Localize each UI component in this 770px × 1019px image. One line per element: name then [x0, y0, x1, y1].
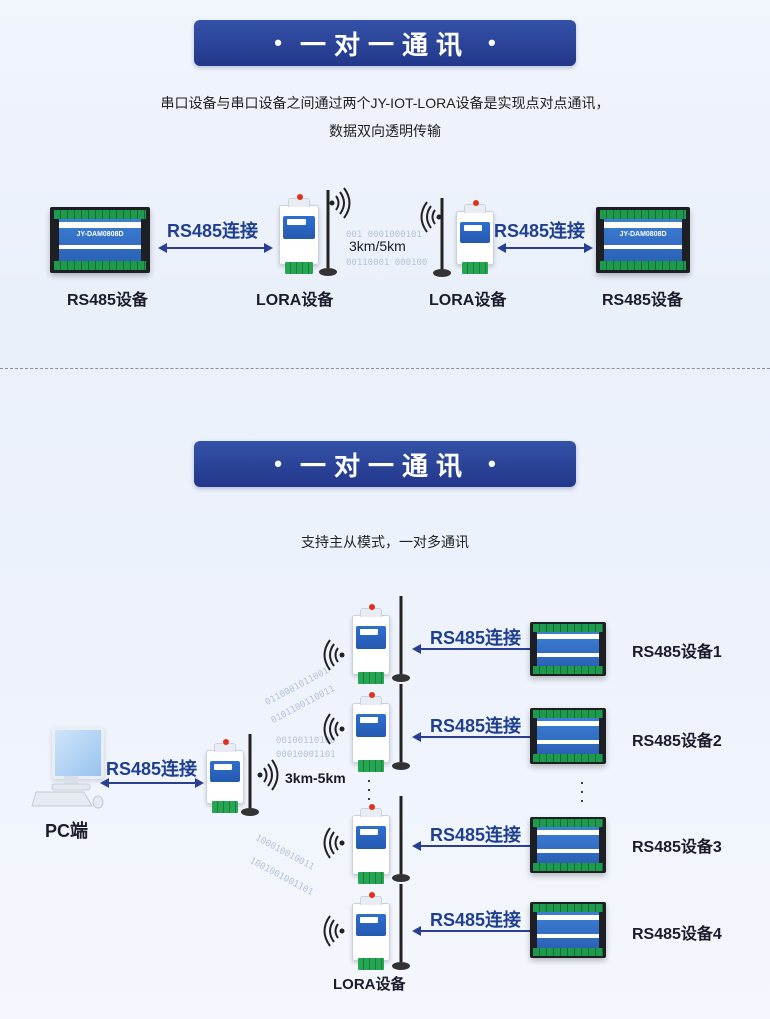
- slave-device-label: RS485设备3: [632, 839, 722, 856]
- lora-module-left: [279, 194, 319, 274]
- terminal-block: [358, 958, 384, 970]
- device-model-label: JY-DAM0808D: [619, 230, 667, 238]
- section2-banner-title: 一对一通讯: [299, 450, 470, 481]
- pc-label: PC端: [45, 821, 89, 841]
- arrow-icon: [158, 243, 273, 253]
- section1-left-link-label: RS485连接: [167, 221, 259, 241]
- section1-right-device-label: RS485设备: [602, 292, 683, 309]
- lora-module-slave: [352, 692, 390, 772]
- ellipsis-vertical: ···: [366, 770, 372, 808]
- terminal-block: [358, 872, 384, 884]
- rs485-device-right: JY-DAM0808D: [596, 207, 690, 273]
- antenna-icon: [392, 596, 410, 682]
- slave-link-label: RS485连接: [430, 716, 522, 736]
- pc-stand: [31, 776, 104, 809]
- section1-banner-title: 一对一通讯: [299, 29, 470, 60]
- section1-distance: 3km/5km: [349, 238, 406, 254]
- wifi-signal-icon: [323, 827, 345, 859]
- lora-module-right: [456, 200, 494, 274]
- pc-icon: [52, 727, 104, 779]
- arrow-icon: [412, 644, 530, 654]
- antenna-icon: [319, 190, 337, 276]
- arrow-icon: [412, 926, 530, 936]
- section1-right-link-label: RS485连接: [494, 221, 586, 241]
- arrow-icon: [412, 732, 530, 742]
- wifi-signal-icon: [323, 915, 345, 947]
- ellipsis-vertical: ···: [579, 772, 585, 810]
- antenna-icon: [392, 684, 410, 770]
- section2-banner: • 一对一通讯 •: [194, 441, 576, 487]
- rs485-device: [530, 817, 606, 873]
- section1-description-line2: 数据双向透明传输: [329, 123, 441, 139]
- terminal-block: [54, 209, 146, 219]
- lora-module-master: [206, 739, 244, 813]
- section1-left-device-label: RS485设备: [67, 292, 148, 309]
- terminal-block: [212, 801, 238, 813]
- terminal-block: [599, 209, 687, 219]
- lora-module-slave: [352, 604, 390, 684]
- bullet-dot-icon: •: [274, 30, 282, 55]
- section1-description-line1: 串口设备与串口设备之间通过两个JY-IOT-LORA设备是实现点对点通讯，: [160, 95, 610, 111]
- arrow-icon: [412, 841, 530, 851]
- bullet-dot-icon: •: [274, 451, 282, 476]
- rs485-device: [530, 622, 606, 676]
- section1-lora-left-label: LORA设备: [256, 292, 334, 309]
- bullet-dot-icon: •: [488, 451, 496, 476]
- slave-link-label: RS485连接: [430, 910, 522, 930]
- terminal-block: [462, 262, 488, 274]
- bullet-dot-icon: •: [488, 30, 496, 55]
- slave-device-label: RS485设备2: [632, 733, 722, 750]
- slave-link-label: RS485连接: [430, 628, 522, 648]
- section2-description: 支持主从模式，一对多通讯: [301, 534, 469, 550]
- section1-lora-right-label: LORA设备: [429, 292, 507, 309]
- terminal-block: [599, 261, 687, 271]
- terminal-block: [54, 261, 146, 271]
- wifi-signal-icon: [257, 759, 279, 791]
- section1-banner: • 一对一通讯 •: [194, 20, 576, 66]
- wifi-signal-icon: [420, 201, 442, 233]
- antenna-icon: [392, 884, 410, 970]
- section2-lora-label: LORA设备: [333, 976, 406, 993]
- arrow-icon: [100, 778, 204, 788]
- rs485-device-left: JY-DAM0808D: [50, 207, 150, 273]
- slave-device-label: RS485设备4: [632, 926, 722, 943]
- section2-distance: 3km-5km: [285, 770, 346, 786]
- terminal-block: [285, 262, 313, 274]
- pc-link-label: RS485连接: [106, 759, 198, 779]
- lora-module-slave: [352, 892, 390, 970]
- wifi-signal-icon: [323, 639, 345, 671]
- section-divider: [0, 368, 770, 369]
- antenna-icon: [433, 198, 451, 277]
- terminal-block: [358, 672, 384, 684]
- slave-link-label: RS485连接: [430, 825, 522, 845]
- lora-module-slave: [352, 804, 390, 884]
- wifi-signal-icon: [329, 187, 351, 219]
- antenna-icon: [241, 734, 259, 816]
- rs485-device: [530, 902, 606, 958]
- device-model-label: JY-DAM0808D: [76, 230, 124, 238]
- antenna-icon: [392, 796, 410, 882]
- rs485-device: [530, 708, 606, 764]
- terminal-block: [358, 760, 384, 772]
- slave-device-label: RS485设备1: [632, 644, 722, 661]
- arrow-icon: [497, 243, 593, 253]
- wifi-signal-icon: [323, 713, 345, 745]
